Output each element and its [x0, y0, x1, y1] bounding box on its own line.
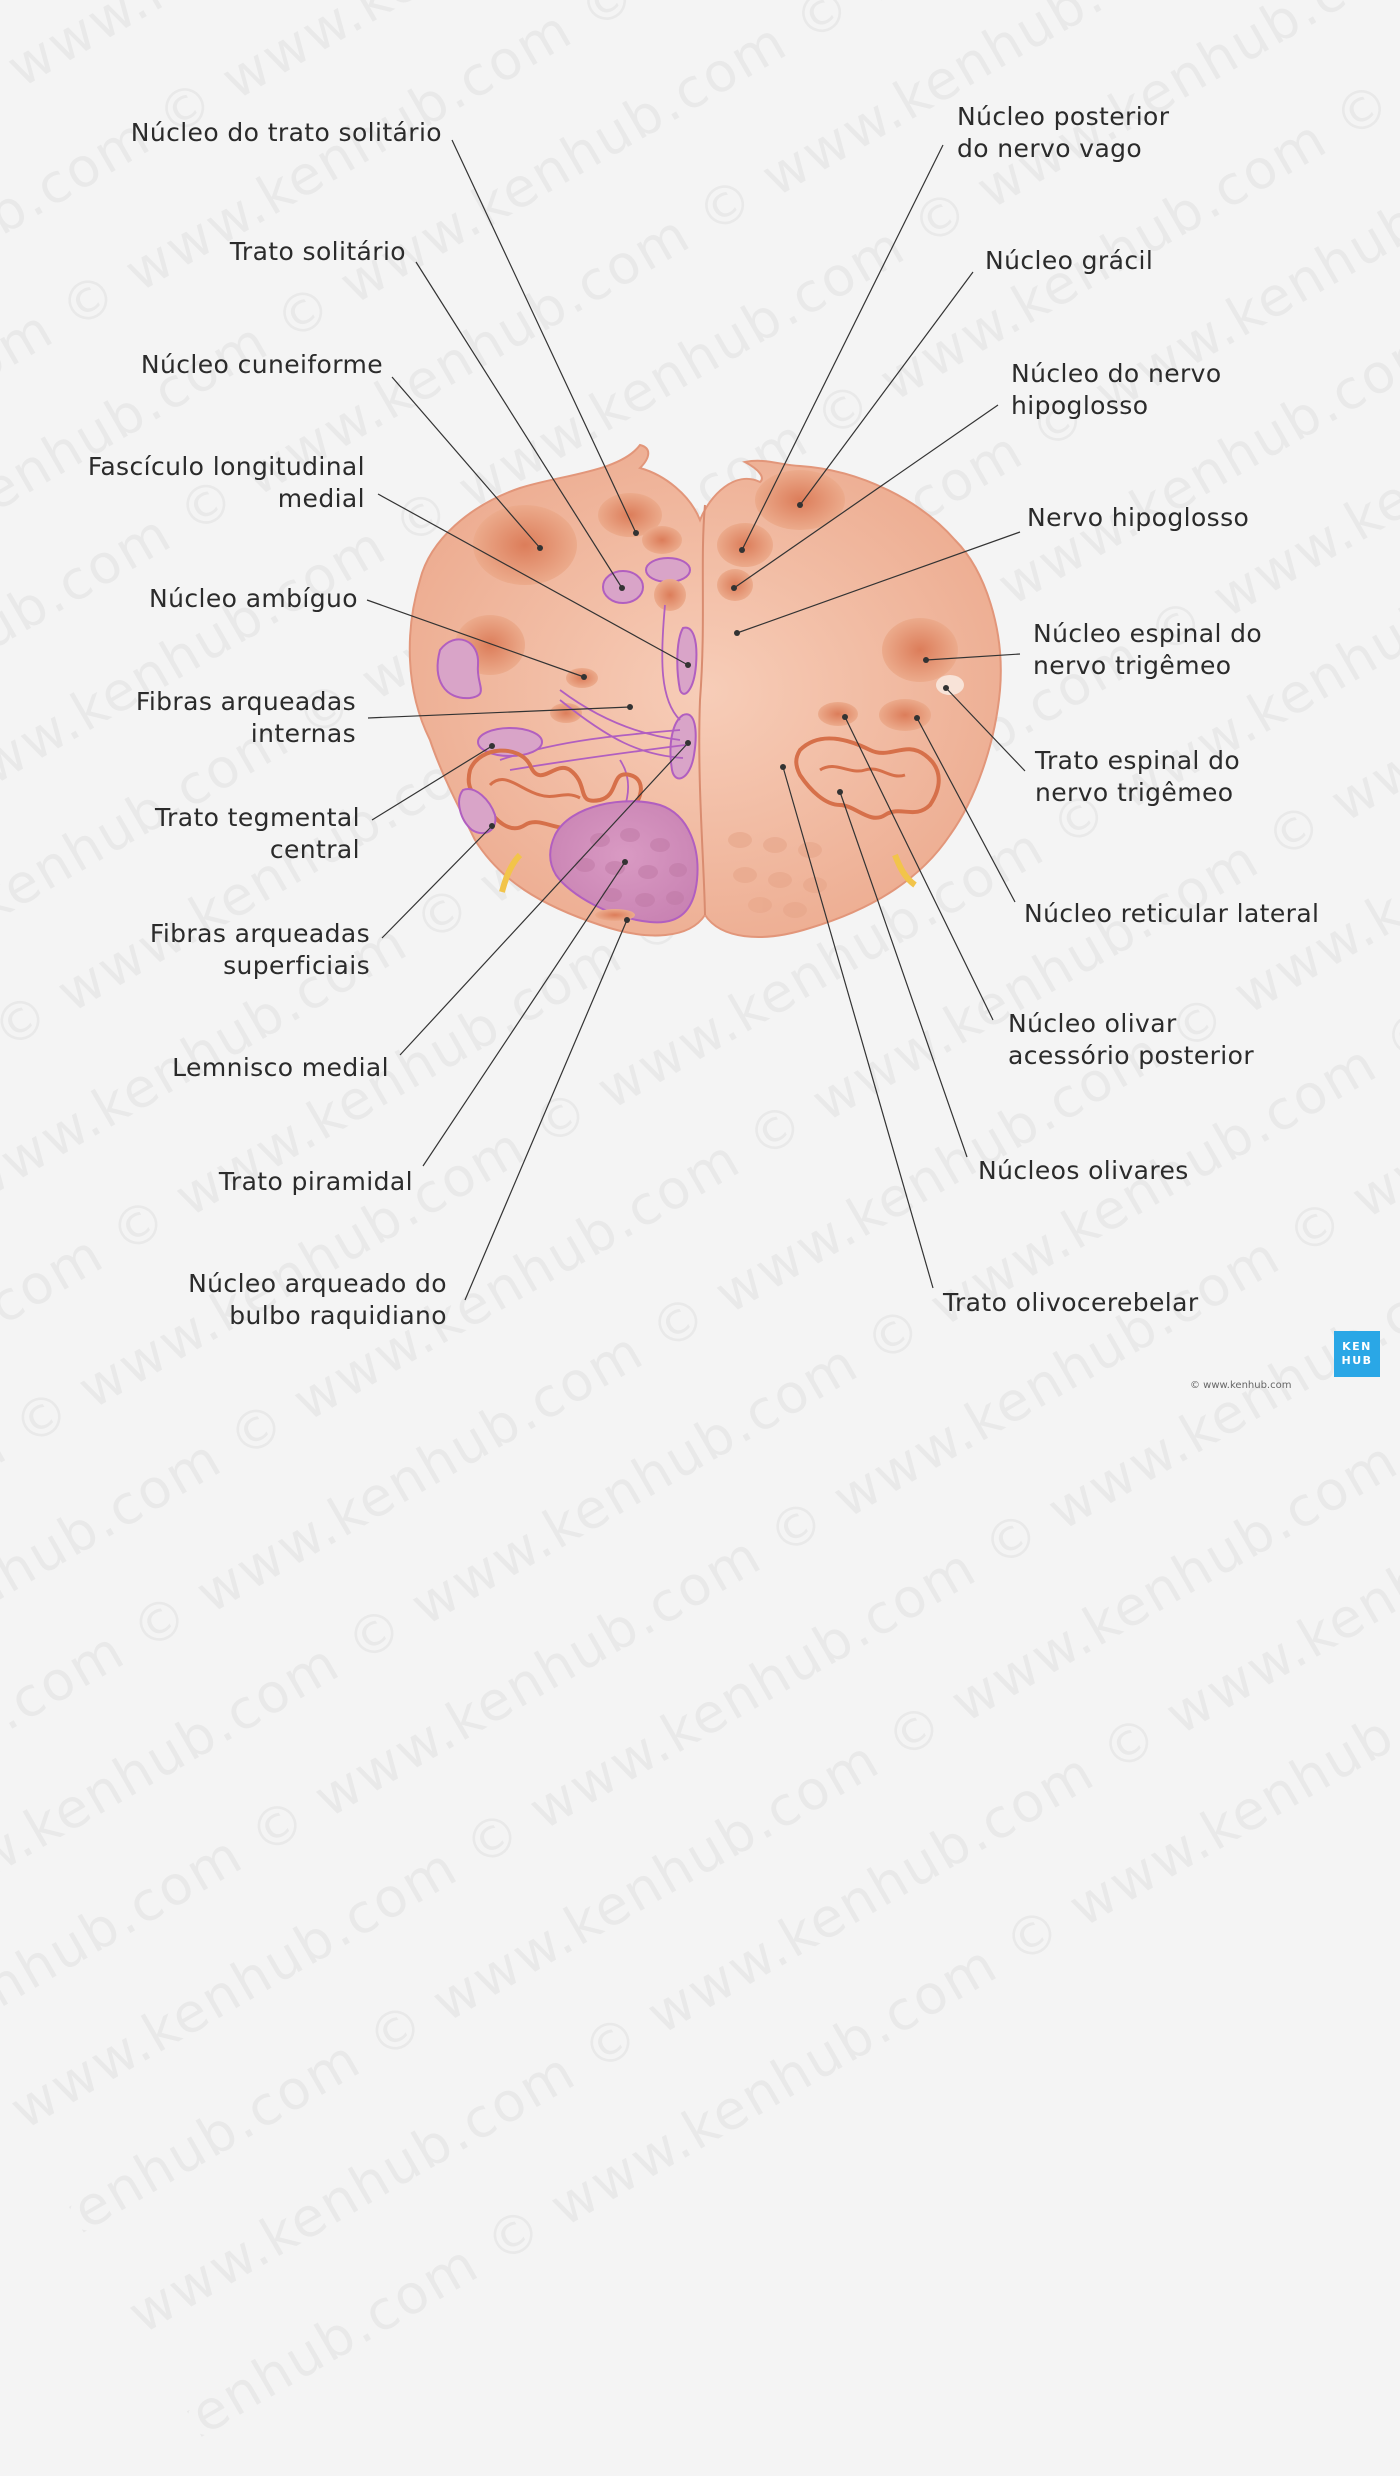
- accessory-olive-right: [818, 702, 858, 726]
- median-fissure: [698, 504, 706, 916]
- label-lemnisco-medial: Lemnisco medial: [172, 1053, 389, 1082]
- label-trato-olivocerebelar: Trato olivocerebelar: [943, 1288, 1199, 1317]
- gracile-nucleus-shape: [755, 470, 845, 530]
- inferior-olive-left-inner: [488, 778, 581, 800]
- medulla-cross-section-diagram: [366, 139, 1026, 1301]
- trigeminal-tract-right: [936, 675, 964, 695]
- solitary-nucleus-shape: [598, 493, 662, 537]
- label-nucleo-gracil: Núcleo grácil: [985, 246, 1154, 275]
- inferior-olive-right-shape: [794, 736, 941, 820]
- label-nucleo-ambiguo: Núcleo ambíguo: [149, 584, 358, 613]
- hypoglossal-rootlet-right: [892, 853, 917, 888]
- dorsal-nucleus-left-2: [654, 579, 686, 611]
- label-nervo-hipoglosso: Nervo hipoglosso: [1027, 503, 1250, 532]
- kenhub-logo[interactable]: KEN HUB: [1334, 1331, 1380, 1377]
- label-nucleo-cuneiforme: Núcleo cuneiforme: [140, 350, 383, 379]
- cuneate-nucleus-shape: [473, 505, 577, 585]
- hypoglossal-left-shape: [645, 557, 691, 583]
- logo-line-2: HUB: [1341, 1354, 1373, 1367]
- dorsal-nucleus-left: [642, 526, 682, 554]
- label-trato-solitario: Trato solitário: [229, 237, 406, 266]
- trigeminal-tract-left: [436, 638, 482, 700]
- label-nucleo-reticular-lateral: Núcleo reticular lateral: [1024, 899, 1320, 928]
- inferior-olive-right-inner: [819, 764, 906, 778]
- lateral-reticular-right: [879, 699, 931, 731]
- label-trato-piramidal: Trato piramidal: [218, 1167, 413, 1196]
- hypoglossal-nucleus-right: [717, 569, 753, 601]
- hypoglossal-rootlet-left: [499, 852, 523, 893]
- copyright-text: © www.kenhub.com: [1190, 1380, 1292, 1391]
- mlf-left-shape: [676, 626, 698, 695]
- leader-end-dots: [489, 502, 949, 923]
- inferior-olive-left-shape: [466, 748, 643, 831]
- superficial-arcuate-left-shape: [458, 788, 497, 835]
- logo-line-1: KEN: [1342, 1340, 1372, 1353]
- label-nucleos-olivares: Núcleos olivares: [978, 1156, 1189, 1185]
- leader-lines: [366, 139, 1026, 1301]
- label-nucleo-trato-solitario: Núcleo do trato solitário: [130, 118, 442, 147]
- pyramid-right-texture: [728, 832, 827, 918]
- central-tegmental-left-shape: [477, 727, 543, 757]
- lateral-small-nucleus: [550, 703, 582, 723]
- spinal-trigeminal-right: [882, 618, 958, 682]
